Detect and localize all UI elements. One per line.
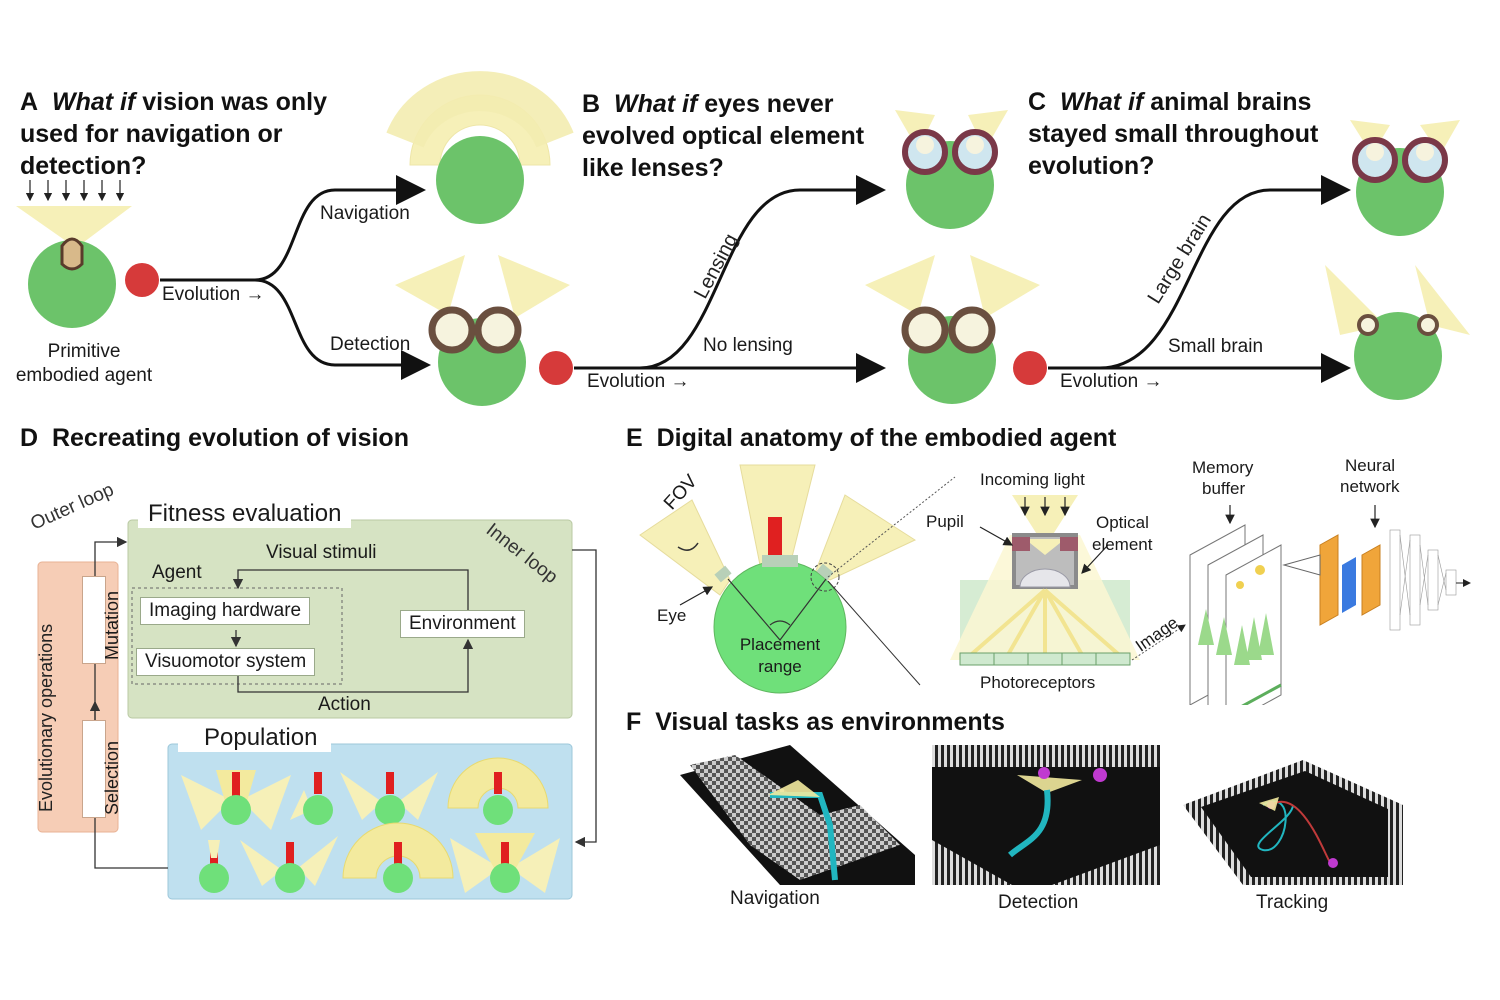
navigation-branch-label: Navigation xyxy=(320,203,410,224)
environment-box: Environment xyxy=(400,610,525,638)
population-agents xyxy=(181,757,560,893)
eye-cross-section xyxy=(950,495,1140,666)
panel-f-graphics xyxy=(680,745,1403,885)
large-brain-label: Large brain xyxy=(1144,210,1216,307)
placement-label-1: Placement xyxy=(739,635,821,654)
optical-label-1: Optical xyxy=(1096,513,1149,532)
placement-label-2: range xyxy=(758,657,802,676)
branch-arrow-large-brain xyxy=(1048,175,1351,370)
visual-stimuli-label: Visual stimuli xyxy=(266,542,377,563)
panel-a-heading: A What if vision was only used for navig… xyxy=(20,88,328,180)
detection-environment xyxy=(932,745,1160,885)
panel-e-graphics xyxy=(639,464,1471,705)
incoming-light-label: Incoming light xyxy=(980,470,1085,489)
evolution-label-a: Evolution → xyxy=(162,284,265,305)
lensing-label: Lensing xyxy=(690,230,742,302)
panel-b-heading: B What if eyes never evolved optical ele… xyxy=(582,90,865,182)
lensing-agent-b xyxy=(895,110,1008,229)
fitness-evaluation-title: Fitness evaluation xyxy=(138,500,352,528)
primitive-agent-label: Primitive embodied agent xyxy=(15,341,153,386)
navigation-environment xyxy=(680,745,915,885)
task-tracking-label: Tracking xyxy=(1256,892,1329,913)
neural-label-1: Neural xyxy=(1345,456,1396,475)
panel-f-heading: F Visual tasks as environments xyxy=(626,708,1005,736)
mutation-box xyxy=(82,576,106,664)
digital-agent xyxy=(639,464,956,694)
action-label: Action xyxy=(318,694,371,715)
branch-arrow-lensing xyxy=(574,175,886,370)
small-brain-agent-c xyxy=(1325,265,1470,400)
selection-label: Selection xyxy=(102,740,122,815)
memory-buffer-stack xyxy=(1131,505,1282,705)
outer-loop-label: Outer loop xyxy=(27,479,117,534)
agent-label: Agent xyxy=(152,562,202,583)
large-brain-agent-c xyxy=(1350,120,1460,236)
panel-e-heading: E Digital anatomy of the embodied agent xyxy=(626,424,1117,452)
no-lensing-label: No lensing xyxy=(703,335,793,356)
navigation-agent xyxy=(386,71,574,224)
evolution-origin-dot-c xyxy=(1013,351,1047,385)
task-detection-label: Detection xyxy=(998,892,1079,913)
branch-arrow-navigation xyxy=(160,175,426,282)
pupil-label: Pupil xyxy=(926,512,964,531)
neural-network xyxy=(1282,505,1471,631)
panel-d-graphics: Outer loop Inner loop Evolutionary opera… xyxy=(27,479,597,900)
optical-label-2: element xyxy=(1092,535,1153,554)
evolutionary-operations-label: Evolutionary operations xyxy=(36,624,56,812)
neural-label-2: network xyxy=(1340,477,1400,496)
evolution-label-c: Evolution → xyxy=(1060,371,1163,392)
eye-label: Eye xyxy=(657,606,687,625)
evolution-label-b: Evolution → xyxy=(587,371,690,392)
top-row-graphics: Lensing Large brain xyxy=(16,71,1470,406)
selection-box xyxy=(82,720,106,818)
photoreceptors-label: Photoreceptors xyxy=(980,673,1096,692)
panel-d-heading: D Recreating evolution of vision xyxy=(20,424,409,452)
memory-label-1: Memory xyxy=(1192,458,1254,477)
evolution-origin-dot-a xyxy=(125,263,159,297)
memory-label-2: buffer xyxy=(1202,479,1246,498)
visuomotor-system-box: Visuomotor system xyxy=(136,648,316,676)
population-title: Population xyxy=(178,724,332,752)
imaging-hardware-box: Imaging hardware xyxy=(140,597,311,625)
panel-c-heading: C What if animal brains stayed small thr… xyxy=(1028,88,1319,180)
primitive-agent xyxy=(16,180,132,328)
detection-agent-a xyxy=(395,255,570,406)
detection-branch-label: Detection xyxy=(330,334,411,355)
evolution-origin-dot-b xyxy=(539,351,573,385)
branch-arrow-detection xyxy=(254,278,431,380)
task-navigation-label: Navigation xyxy=(730,888,820,909)
no-lensing-agent-b xyxy=(865,255,1040,404)
tracking-environment xyxy=(1183,760,1403,885)
mutation-label: Mutation xyxy=(102,590,122,660)
small-brain-label: Small brain xyxy=(1168,336,1264,357)
